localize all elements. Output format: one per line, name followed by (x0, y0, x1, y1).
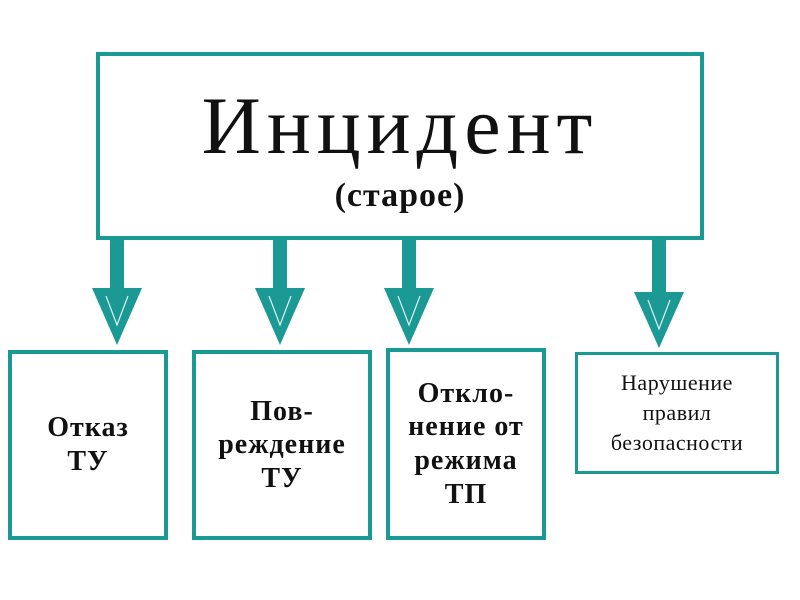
child-2-line-3: ТУ (261, 462, 303, 494)
child-4-line-3: безопасности (610, 429, 744, 455)
arrow-3-head (384, 288, 434, 345)
arrow-4-head (634, 292, 684, 348)
child-1-line-1: Отказ (47, 412, 129, 444)
arrow-1-shaft (110, 240, 124, 290)
child-node-safety-violation: Нарушение правил безопасности (575, 352, 779, 474)
arrow-4-shaft (652, 240, 666, 295)
arrow-2-shaft (273, 240, 287, 290)
arrow-2-head (255, 288, 305, 345)
root-node-incident: Инцидент (старое) (96, 52, 704, 240)
child-node-equipment-damage: Пов- реждение ТУ (192, 350, 372, 540)
child-4-line-2: правил (642, 400, 712, 426)
child-4-line-1: Нарушение (621, 370, 733, 396)
child-3-line-3: режима (414, 445, 518, 476)
arrow-1-head (92, 288, 142, 345)
child-3-line-1: Откло- (417, 377, 515, 409)
root-title: Инцидент (201, 80, 599, 171)
child-2-line-2: реждение (218, 429, 346, 461)
child-3-line-2: нение от (408, 411, 524, 443)
child-2-line-1: Пов- (250, 395, 314, 427)
child-node-equipment-failure: Отказ ТУ (8, 350, 168, 540)
child-1-line-2: ТУ (67, 446, 109, 477)
arrow-3-shaft (402, 240, 416, 290)
root-subtitle: (старое) (334, 177, 466, 214)
child-3-line-4: ТП (444, 478, 488, 510)
child-node-process-deviation: Откло- нение от режима ТП (386, 348, 546, 540)
